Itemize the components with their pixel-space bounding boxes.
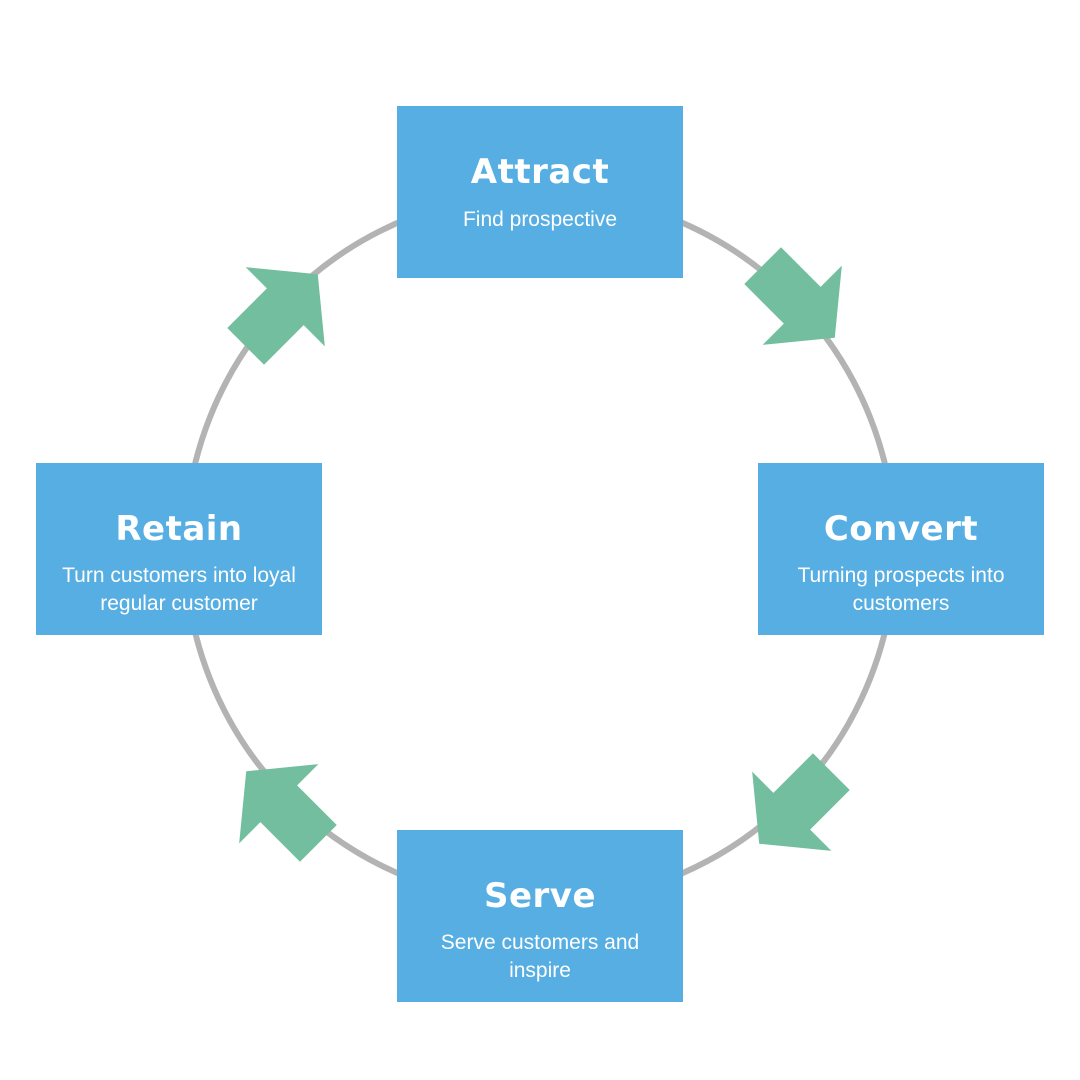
stage-title: Retain [115,509,243,549]
stage-box-convert: Convert Turning prospects into customers [758,463,1044,635]
arrow-icon [227,267,325,365]
stage-description: Turn customers into loyal regular custom… [62,564,296,615]
stage-description: Turning prospects into customers [797,564,1005,615]
stage-title: Serve [483,876,597,916]
arrow-convert-to-serve [752,753,850,851]
stage-title: Convert [823,509,979,549]
stage-box-attract: Attract Find prospective [397,106,683,278]
arrow-icon [752,753,850,851]
arrow-icon [239,764,337,862]
stage-description: Serve customers and inspire [440,931,640,982]
arrow-serve-to-retain [239,764,337,862]
stage-title: Attract [470,152,610,192]
stage-box-retain: Retain Turn customers into loyal regular… [36,463,322,635]
arrow-icon [744,247,842,345]
arrow-attract-to-convert [744,247,842,345]
stage-description: Find prospective [462,208,618,231]
stage-box-serve: Serve Serve customers and inspire [397,830,683,1002]
arrow-retain-to-attract [227,267,325,365]
